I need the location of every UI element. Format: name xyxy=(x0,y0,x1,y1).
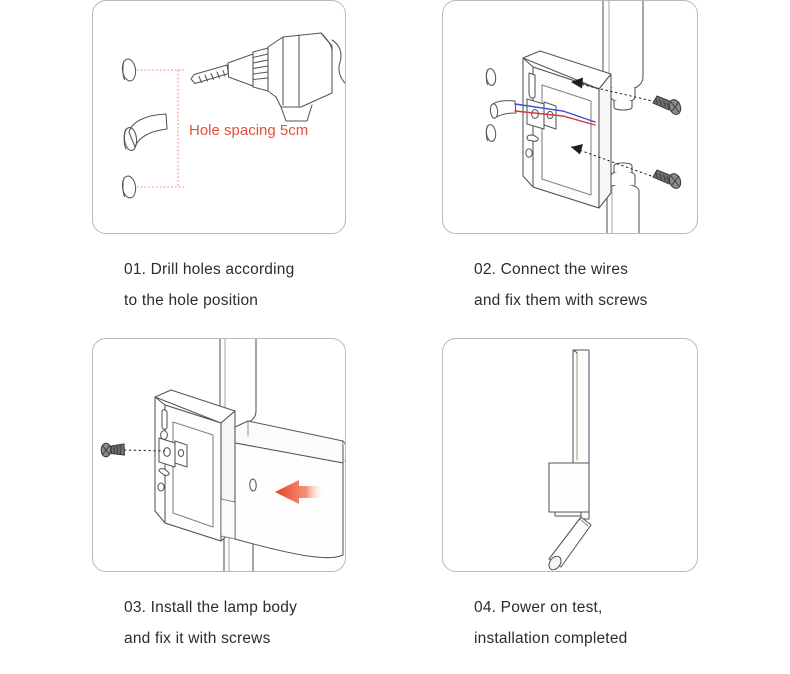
screw-lower-icon xyxy=(652,169,682,189)
step-01-caption: 01. Drill holes according to the hole po… xyxy=(92,254,424,316)
drill-bit-icon xyxy=(190,64,230,85)
step-03-caption-line-2: and fix it with screws xyxy=(124,630,271,647)
step-01: Hole spacing 5cm 01. Drill holes accordi… xyxy=(92,0,440,316)
drill-and-wall-holes-illustration xyxy=(121,32,345,199)
pole-upper-icon xyxy=(602,1,644,111)
step-03: 03. Install the lamp body and fix it wit… xyxy=(92,338,440,654)
step-03-caption: 03. Install the lamp body and fix it wit… xyxy=(92,592,424,654)
lamp-panel-icon xyxy=(572,349,590,465)
step-02: 02. Connect the wires and fix them with … xyxy=(442,0,790,316)
step-02-caption: 02. Connect the wires and fix them with … xyxy=(442,254,774,316)
fixing-screw-icon xyxy=(100,442,126,458)
lamp-housing-icon xyxy=(548,462,590,520)
drill-grip-icon xyxy=(331,39,345,84)
blue-wire xyxy=(514,103,596,123)
screw-upper-icon xyxy=(652,95,682,115)
lamp-body-attachment-illustration xyxy=(100,339,345,571)
step-03-illustration-panel xyxy=(92,338,346,572)
wire-group xyxy=(514,103,596,126)
lamp-slide-arrow xyxy=(275,480,325,504)
step-01-caption-line-1: 01. Drill holes according xyxy=(124,261,295,278)
step-02-caption-line-2: and fix them with screws xyxy=(474,292,648,309)
step-02-illustration-panel xyxy=(442,0,698,234)
screw-insert-arrow-lower xyxy=(570,144,666,182)
wall-hole-lower-icon xyxy=(485,124,497,142)
drill-chuck-icon xyxy=(227,47,269,92)
drill-handle-icon xyxy=(280,104,313,122)
mounting-bracket-icon xyxy=(522,50,612,209)
lamp-body-icon xyxy=(234,420,345,559)
screw-insert-arrow xyxy=(123,449,166,452)
red-wire xyxy=(514,110,596,126)
step-04-caption-line-2: installation completed xyxy=(474,630,628,647)
hole-spacing-dimension-lines xyxy=(137,69,186,188)
mounting-plate-wiring-illustration xyxy=(485,1,682,233)
step-01-caption-line-2: to the hole position xyxy=(124,292,259,309)
wall-hole-upper-icon xyxy=(121,58,137,82)
step-01-illustration-panel: Hole spacing 5cm xyxy=(92,0,346,234)
hole-spacing-label: Hole spacing 5cm xyxy=(189,122,309,139)
screw-insert-arrow-upper xyxy=(570,77,666,105)
wall-hole-upper-icon xyxy=(485,68,497,86)
step-04-illustration-panel xyxy=(442,338,698,572)
wire-connector-icon xyxy=(489,100,517,119)
pole-lower-icon xyxy=(606,162,640,233)
step-03-caption-line-1: 03. Install the lamp body xyxy=(124,599,298,616)
completed-lamp-assembly-illustration xyxy=(548,349,592,571)
step-02-caption-line-1: 02. Connect the wires xyxy=(474,261,629,278)
step-04-caption: 04. Power on test, installation complete… xyxy=(442,592,774,654)
step-04: 04. Power on test, installation complete… xyxy=(442,338,790,654)
wall-hole-lower-icon xyxy=(121,175,137,199)
adjustable-spotlight-icon xyxy=(548,516,592,571)
drill-body-icon xyxy=(267,32,333,108)
wall-anchor-plug-icon xyxy=(123,113,168,151)
step-04-caption-line-1: 04. Power on test, xyxy=(474,599,603,616)
mounting-bracket-icon xyxy=(154,389,236,542)
